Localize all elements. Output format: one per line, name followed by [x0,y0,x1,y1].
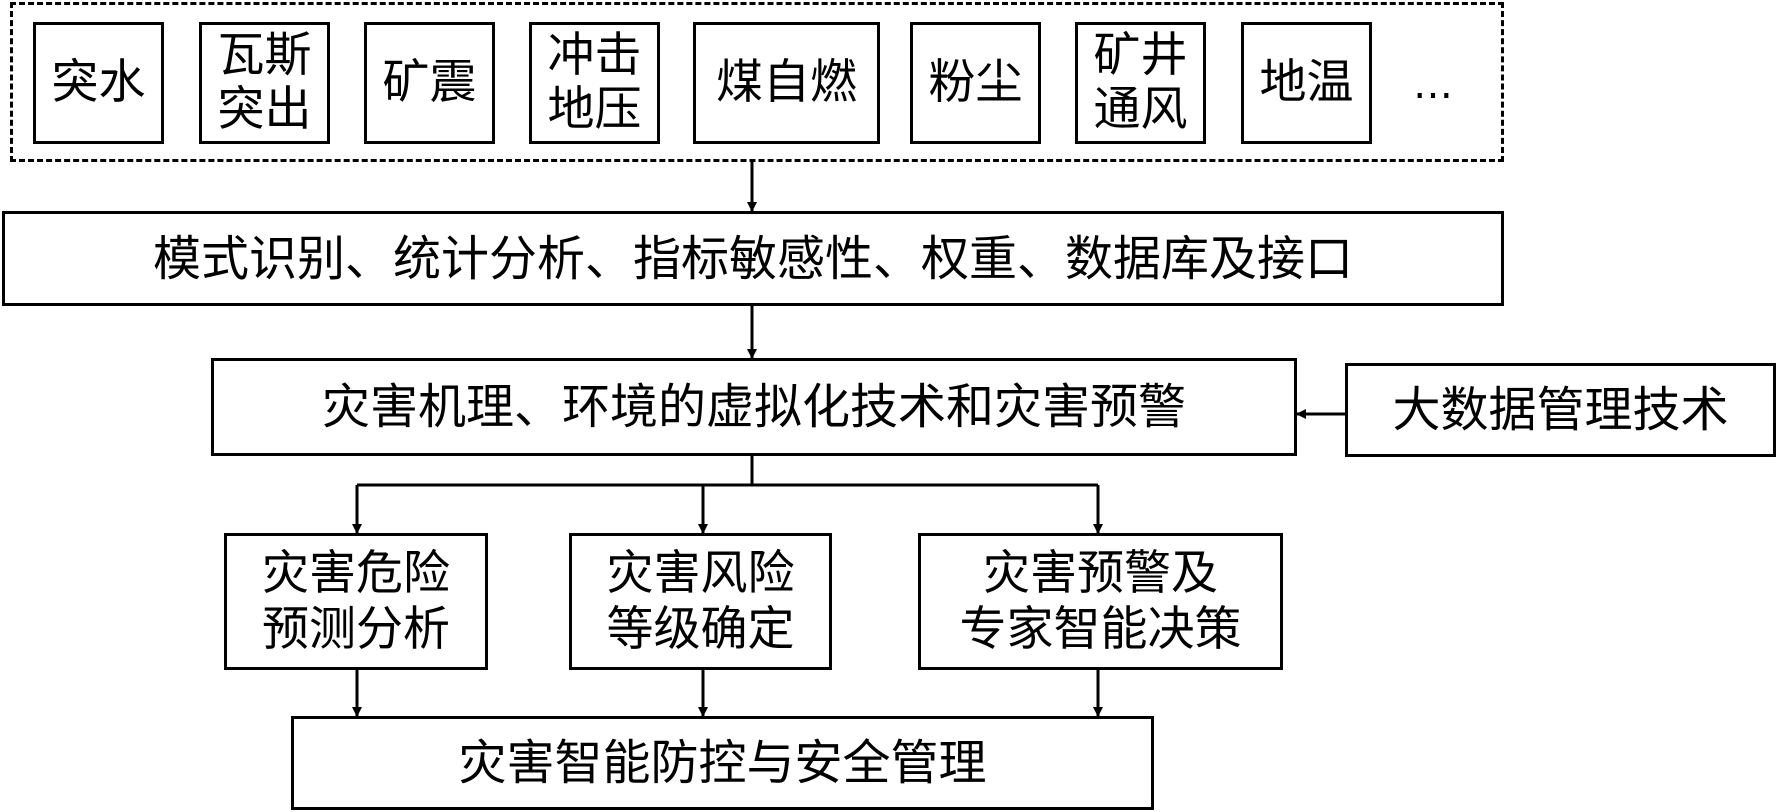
warning-decision-box: 灾害预警及 专家智能决策 [918,533,1283,670]
bigdata-label: 大数据管理技术 [1392,382,1729,438]
final-box: 灾害智能防控与安全管理 [291,716,1154,810]
hazard-group [10,2,1504,162]
risk-level-box: 灾害风险 等级确定 [569,533,832,670]
hazard-box-ground-temperature: 地温 [1241,22,1372,144]
methods-box: 模式识别、统计分析、指标敏感性、权重、数据库及接口 [2,211,1504,306]
mechanism-box: 灾害机理、环境的虚拟化技术和灾害预警 [211,358,1297,456]
hazard-box-mine-quake: 矿震 [364,22,495,144]
hazard-label: 矿震 [382,55,477,110]
risk-level-label: 灾害风险 等级确定 [606,545,795,657]
hazard-label: 粉尘 [928,55,1023,110]
hazard-label: 突水 [51,55,146,110]
hazard-box-ventilation: 矿井 通风 [1075,22,1206,144]
prediction-label: 灾害危险 预测分析 [262,545,450,657]
hazard-box-dust: 粉尘 [910,22,1041,144]
hazard-ellipsis: … [1413,62,1453,108]
methods-label: 模式识别、统计分析、指标敏感性、权重、数据库及接口 [152,230,1353,287]
prediction-box: 灾害危险 预测分析 [224,533,488,670]
hazard-box-water: 突水 [33,22,164,144]
hazard-label: 冲击 地压 [547,28,642,137]
hazard-box-gas-outburst: 瓦斯 突出 [199,22,330,144]
hazard-label: 煤自燃 [716,55,857,110]
hazard-label: 矿井 通风 [1093,28,1188,137]
hazard-label: 瓦斯 突出 [217,28,312,137]
warning-decision-label: 灾害预警及 专家智能决策 [959,545,1242,657]
hazard-box-coal-combustion: 煤自燃 [693,22,880,144]
hazard-label: 地温 [1259,55,1354,110]
bigdata-box: 大数据管理技术 [1345,363,1776,457]
mechanism-label: 灾害机理、环境的虚拟化技术和灾害预警 [321,379,1186,435]
hazard-box-rock-burst: 冲击 地压 [529,22,660,144]
final-label: 灾害智能防控与安全管理 [458,735,987,791]
